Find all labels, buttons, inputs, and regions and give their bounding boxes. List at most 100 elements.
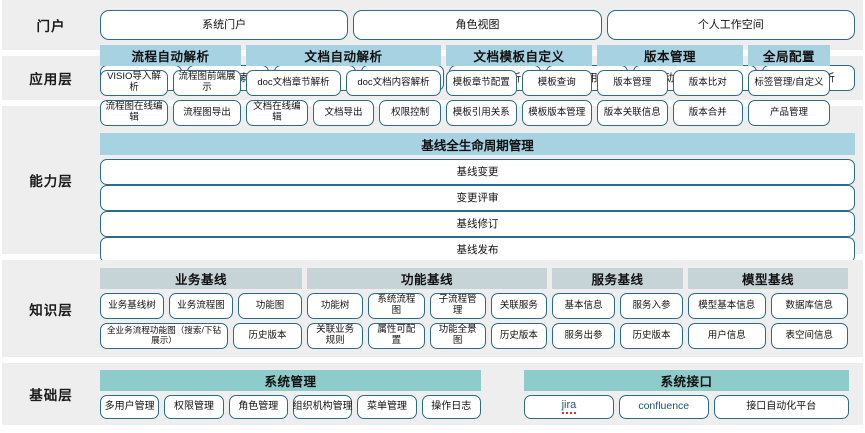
lifecycle-item-change-review[interactable]: 变更评审 bbox=[100, 185, 855, 211]
cell-row: 基本信息 服务入参 bbox=[552, 293, 683, 319]
group-cells-doc-parse: doc文档章节解析 doc文档内容解析 文档在线编辑 文档导出 权限控制 bbox=[246, 70, 442, 126]
cell-row: 模板章节配置 模板查询 bbox=[446, 70, 592, 96]
cell-row: 服务出参 历史版本 bbox=[552, 323, 683, 349]
base-item-multi-user-mgmt[interactable]: 多用户管理 bbox=[100, 394, 160, 419]
cap-item-doc-export[interactable]: 文档导出 bbox=[312, 100, 375, 126]
know-item-attribute-configurable[interactable]: 属性可配置 bbox=[368, 323, 425, 349]
know-item-related-service[interactable]: 关联服务 bbox=[490, 293, 547, 319]
lifecycle-item-baseline-change[interactable]: 基线变更 bbox=[100, 159, 855, 185]
capability-group-process-parse: 流程自动解析 VISIO导入解析 流程图前端展示 流程图在线编辑 流程图导出 bbox=[100, 45, 241, 126]
group-cells-function-baseline: 功能树 系统流程图 子流程管理 关联服务 关联业务规则 属性可配置 功能全景图 … bbox=[307, 293, 547, 349]
know-item-subprocess-mgmt[interactable]: 子流程管理 bbox=[429, 293, 486, 319]
know-item-history-version[interactable]: 历史版本 bbox=[233, 323, 302, 349]
cell-row: VISIO导入解析 流程图前端展示 bbox=[100, 70, 241, 96]
cell-row: doc文档章节解析 doc文档内容解析 bbox=[246, 70, 441, 96]
know-item-business-baseline-tree[interactable]: 业务基线树 bbox=[100, 293, 164, 319]
cap-item-permission-control[interactable]: 权限控制 bbox=[379, 100, 442, 126]
base-item-menu-mgmt[interactable]: 菜单管理 bbox=[357, 394, 417, 419]
cap-item-version-compare[interactable]: 版本比对 bbox=[672, 70, 743, 96]
foundation-group-system-interface: 系统接口 jira confluence 接口自动化平台 bbox=[524, 369, 849, 419]
base-item-jira[interactable]: jira bbox=[524, 394, 614, 419]
know-item-full-business-flow-chart[interactable]: 全业务流程功能图（搜索/下钻展示） bbox=[100, 323, 228, 349]
knowledge-group-service-baseline: 服务基线 基本信息 服务入参 服务出参 历史版本 bbox=[552, 268, 683, 349]
cap-item-version-merge[interactable]: 版本合并 bbox=[672, 100, 743, 126]
cap-item-template-query[interactable]: 模板查询 bbox=[521, 70, 592, 96]
layer-label-foundation: 基础层 bbox=[29, 388, 73, 403]
group-cells-process-parse: VISIO导入解析 流程图前端展示 流程图在线编辑 流程图导出 bbox=[100, 70, 241, 126]
cap-item-product-mgmt[interactable]: 产品管理 bbox=[748, 100, 830, 126]
cell-row: 多用户管理 权限管理 角色管理 组织机构管理 菜单管理 操作日志 bbox=[100, 394, 481, 419]
know-item-service-output-param[interactable]: 服务出参 bbox=[552, 323, 615, 349]
layer-band-capability: 能力层 流程自动解析 VISIO导入解析 流程图前端展示 流程图在线编辑 流程图… bbox=[2, 45, 863, 315]
know-item-function-panorama[interactable]: 功能全景图 bbox=[429, 323, 486, 349]
base-item-api-automation-platform[interactable]: 接口自动化平台 bbox=[713, 394, 849, 419]
portal-body: 系统门户 角色视图 个人工作空间 bbox=[100, 10, 863, 40]
know-item-user-info[interactable]: 用户信息 bbox=[688, 323, 766, 349]
cap-item-flow-export[interactable]: 流程图导出 bbox=[173, 100, 241, 126]
know-item-service-input-param[interactable]: 服务入参 bbox=[620, 293, 683, 319]
capability-groups-row: 流程自动解析 VISIO导入解析 流程图前端展示 流程图在线编辑 流程图导出 bbox=[100, 45, 855, 126]
know-item-function-history-version[interactable]: 历史版本 bbox=[490, 323, 547, 349]
base-item-operation-log[interactable]: 操作日志 bbox=[421, 394, 481, 419]
layer-band-portal: 门户 系统门户 角色视图 个人工作空间 bbox=[2, 0, 863, 50]
knowledge-group-business-baseline: 业务基线 业务基线树 业务流程图 功能图 全业务流程功能图（搜索/下钻展示） 历… bbox=[100, 268, 302, 349]
cell-row: jira confluence 接口自动化平台 bbox=[524, 394, 849, 419]
cap-item-doc-content-parse[interactable]: doc文档内容解析 bbox=[346, 70, 441, 96]
layer-label-knowledge: 知识层 bbox=[29, 302, 73, 318]
group-header-function-baseline: 功能基线 bbox=[307, 268, 547, 289]
cap-item-version-relation-info[interactable]: 版本关联信息 bbox=[597, 100, 668, 126]
portal-item-personal-workspace[interactable]: 个人工作空间 bbox=[606, 10, 855, 40]
group-cells-model-baseline: 模型基本信息 数据库信息 用户信息 表空间信息 bbox=[688, 293, 848, 349]
know-item-service-basic-info[interactable]: 基本信息 bbox=[552, 293, 615, 319]
cap-item-doc-online-edit[interactable]: 文档在线编辑 bbox=[246, 100, 308, 126]
cell-row: 用户信息 表空间信息 bbox=[688, 323, 848, 349]
know-item-tablespace-info[interactable]: 表空间信息 bbox=[770, 323, 848, 349]
know-item-system-flow-chart[interactable]: 系统流程图 bbox=[368, 293, 425, 319]
group-cells-version-mgmt: 版本管理 版本比对 版本关联信息 版本合并 bbox=[597, 70, 743, 126]
cell-row: 流程图在线编辑 流程图导出 bbox=[100, 100, 241, 126]
group-cells-system-interface: jira confluence 接口自动化平台 bbox=[524, 394, 849, 419]
portal-item-system[interactable]: 系统门户 bbox=[100, 10, 349, 40]
layer-label-application: 应用层 bbox=[29, 72, 73, 87]
base-item-permission-mgmt[interactable]: 权限管理 bbox=[164, 394, 224, 419]
foundation-body: 系统管理 多用户管理 权限管理 角色管理 组织机构管理 菜单管理 操作日志 bbox=[100, 369, 863, 419]
lifecycle-item-baseline-revision[interactable]: 基线修订 bbox=[100, 211, 855, 237]
cap-item-doc-chapter-parse[interactable]: doc文档章节解析 bbox=[246, 70, 341, 96]
portal-row: 系统门户 角色视图 个人工作空间 bbox=[100, 10, 855, 40]
know-item-model-basic-info[interactable]: 模型基本信息 bbox=[688, 293, 766, 319]
cap-item-flow-frontend-display[interactable]: 流程图前端展示 bbox=[173, 70, 241, 96]
portal-item-role-view[interactable]: 角色视图 bbox=[353, 10, 602, 40]
cell-row: 关联业务规则 属性可配置 功能全景图 历史版本 bbox=[307, 323, 547, 349]
cap-item-version-mgmt[interactable]: 版本管理 bbox=[597, 70, 668, 96]
cell-row: 模板引用关系 模板版本管理 bbox=[446, 100, 592, 126]
cap-item-template-reference[interactable]: 模板引用关系 bbox=[446, 100, 517, 126]
base-item-confluence[interactable]: confluence bbox=[618, 394, 709, 419]
group-header-doc-template: 文档模板自定义 bbox=[446, 45, 592, 66]
knowledge-group-function-baseline: 功能基线 功能树 系统流程图 子流程管理 关联服务 关联业务规则 属性可配置 功… bbox=[307, 268, 547, 349]
group-header-global-config: 全局配置 bbox=[748, 45, 830, 66]
capability-group-global-config: 全局配置 标签管理/自定义 产品管理 bbox=[748, 45, 830, 126]
confluence-label: confluence bbox=[638, 400, 690, 413]
cell-row: 业务基线树 业务流程图 功能图 bbox=[100, 293, 302, 319]
cap-item-template-chapter-config[interactable]: 模板章节配置 bbox=[446, 70, 517, 96]
know-item-function-tree[interactable]: 功能树 bbox=[307, 293, 364, 319]
group-header-process-parse: 流程自动解析 bbox=[100, 45, 241, 66]
group-header-model-baseline: 模型基线 bbox=[688, 268, 848, 289]
know-item-service-history-version[interactable]: 历史版本 bbox=[620, 323, 683, 349]
know-item-database-info[interactable]: 数据库信息 bbox=[770, 293, 848, 319]
base-item-role-mgmt[interactable]: 角色管理 bbox=[228, 394, 288, 419]
layer-band-foundation: 基础层 系统管理 多用户管理 权限管理 角色管理 组织机构管理 菜单管理 操作日… bbox=[2, 363, 863, 425]
group-header-business-baseline: 业务基线 bbox=[100, 268, 302, 289]
know-item-function-chart[interactable]: 功能图 bbox=[238, 293, 302, 319]
base-item-org-structure-mgmt[interactable]: 组织机构管理 bbox=[293, 394, 353, 419]
knowledge-body: 业务基线 业务基线树 业务流程图 功能图 全业务流程功能图（搜索/下钻展示） 历… bbox=[100, 268, 863, 349]
cell-row: 模型基本信息 数据库信息 bbox=[688, 293, 848, 319]
know-item-related-business-rule[interactable]: 关联业务规则 bbox=[307, 323, 364, 349]
know-item-business-flow-chart[interactable]: 业务流程图 bbox=[169, 293, 233, 319]
cap-item-flow-online-edit[interactable]: 流程图在线编辑 bbox=[100, 100, 168, 126]
cap-item-visio-import[interactable]: VISIO导入解析 bbox=[100, 70, 168, 96]
cap-item-template-version-mgmt[interactable]: 模板版本管理 bbox=[521, 100, 592, 126]
cap-item-tag-mgmt-custom[interactable]: 标签管理/自定义 bbox=[748, 70, 830, 96]
cell-row: 功能树 系统流程图 子流程管理 关联服务 bbox=[307, 293, 547, 319]
